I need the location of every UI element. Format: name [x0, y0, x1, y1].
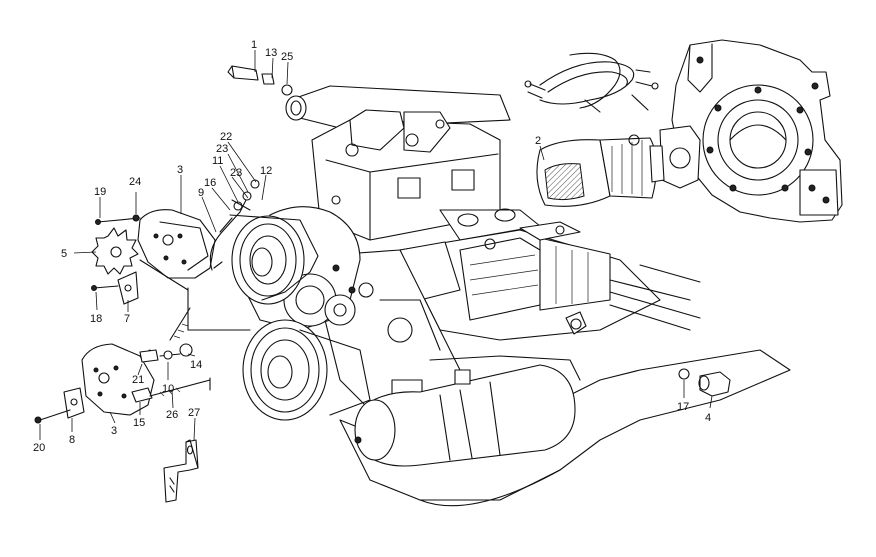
callout-25: 25: [281, 51, 293, 63]
callout-labels: 1 13 25 2 22 23 11 16 23 3 9 12 19 24 5 …: [33, 39, 711, 454]
callout-2: 2: [535, 135, 541, 147]
callout-26: 26: [166, 409, 178, 421]
intake-pipe: [285, 85, 511, 129]
callout-10: 10: [162, 383, 174, 395]
callout-22: 22: [220, 131, 232, 143]
callout-15: 15: [133, 417, 145, 429]
callout-27: 27: [188, 407, 200, 419]
callout-9: 9: [198, 187, 204, 199]
callout-7: 7: [124, 313, 130, 325]
callout-13: 13: [265, 47, 277, 59]
callout-8: 8: [69, 434, 75, 446]
callout-3-lower: 3: [111, 425, 117, 437]
callout-24: 24: [129, 176, 141, 188]
oil-pressure-sender: [565, 311, 731, 397]
alternator-upper: [91, 179, 260, 305]
callout-16: 16: [204, 177, 216, 189]
callout-21: 21: [132, 374, 144, 386]
callout-17: 17: [677, 401, 689, 413]
alternator-lower: [34, 287, 251, 424]
leader-lines: [39, 50, 713, 441]
callout-20: 20: [33, 442, 45, 454]
callout-18: 18: [90, 313, 102, 325]
starter-motor-bottom: [354, 364, 576, 467]
callout-1: 1: [251, 39, 257, 51]
callout-23-lower: 23: [230, 167, 242, 179]
callout-4: 4: [705, 412, 711, 424]
callout-19: 19: [94, 186, 106, 198]
callout-23-upper: 23: [216, 143, 228, 155]
flywheel-housing: [659, 39, 843, 223]
callout-14: 14: [190, 359, 202, 371]
top-sensor: [227, 65, 293, 96]
starter-motor-top: [536, 134, 665, 207]
callout-11: 11: [212, 155, 223, 167]
callout-12: 12: [260, 165, 272, 177]
callout-5: 5: [61, 248, 67, 260]
support-bracket: [163, 439, 199, 503]
starter-cables: [524, 52, 659, 113]
callout-3-upper: 3: [177, 164, 183, 176]
